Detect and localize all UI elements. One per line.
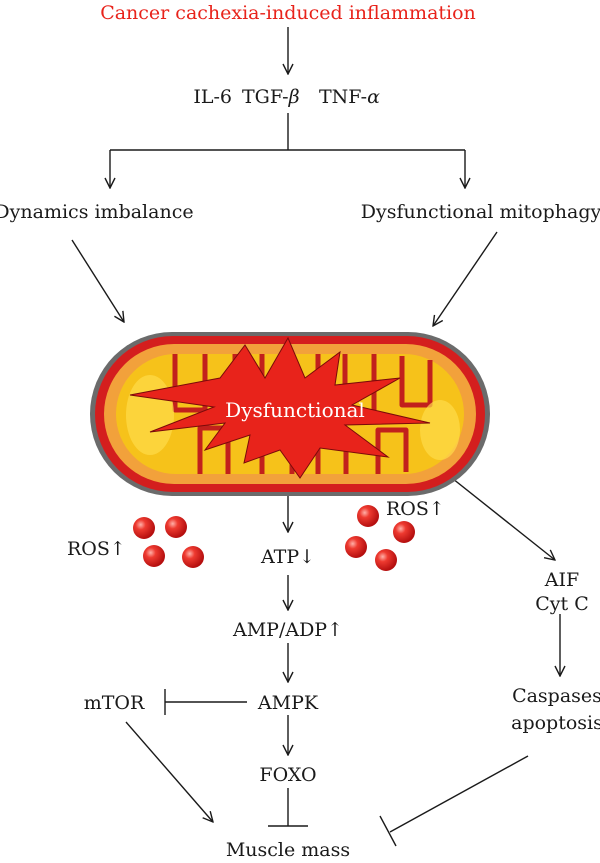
beta-symbol: β bbox=[288, 86, 300, 108]
inhibit-bar-muscle-apoptosis bbox=[379, 815, 397, 847]
il6-label: IL-6 bbox=[193, 86, 232, 108]
alpha-symbol: α bbox=[367, 86, 380, 108]
ros-right: ROS↑ bbox=[345, 498, 445, 571]
tgf-label: TGF-β bbox=[242, 86, 300, 108]
ampk-label: AMPK bbox=[257, 692, 319, 714]
atp-label: ATP↓ bbox=[260, 546, 315, 568]
dysfunction-starburst bbox=[129, 336, 431, 479]
arrow-dynamics-to-mito bbox=[71, 239, 124, 322]
tnf-text: TNF- bbox=[319, 86, 367, 108]
ros-molecule bbox=[357, 505, 379, 527]
ros-left: ROS↑ bbox=[67, 516, 204, 568]
ros-right-label: ROS↑ bbox=[386, 498, 445, 520]
inhibit-apoptosis-muscle bbox=[389, 755, 529, 833]
ros-left-label: ROS↑ bbox=[67, 538, 126, 560]
tgf-text: TGF- bbox=[242, 86, 289, 108]
apoptosis-label: apoptosis bbox=[511, 712, 600, 734]
ros-molecule bbox=[375, 549, 397, 571]
caspases-label: Caspases bbox=[512, 685, 600, 707]
aif-label: AIF bbox=[544, 569, 579, 591]
dynamics-imbalance-label: Dynamics imbalance bbox=[0, 201, 194, 223]
title-label: Cancer cachexia-induced inflammation bbox=[100, 2, 476, 24]
atp-text: ATP bbox=[260, 546, 299, 568]
ros-molecule bbox=[165, 516, 187, 538]
ros-left-text: ROS bbox=[67, 538, 110, 560]
ros-left-molecules bbox=[133, 516, 204, 568]
amp-adp-text: AMP/ADP bbox=[232, 619, 327, 641]
muscle-mass-label: Muscle mass bbox=[226, 839, 350, 861]
amp-adp-up-arrow: ↑ bbox=[327, 619, 343, 641]
ros-right-molecules bbox=[345, 505, 415, 571]
arrow-mtor-to-muscle bbox=[125, 721, 213, 822]
mitochondrion: Dysfunctional bbox=[90, 332, 490, 496]
ros-molecule bbox=[143, 545, 165, 567]
tnf-label: TNF-α bbox=[319, 86, 380, 108]
ros-left-up-arrow: ↑ bbox=[110, 538, 126, 560]
amp-adp-label: AMP/ADP↑ bbox=[232, 619, 343, 641]
ros-right-text: ROS bbox=[386, 498, 429, 520]
ros-molecule bbox=[133, 517, 155, 539]
dysfunctional-label: Dysfunctional bbox=[225, 398, 365, 422]
arrow-mitophagy-to-mito bbox=[433, 231, 498, 326]
ros-molecule bbox=[393, 521, 415, 543]
mtor-label: mTOR bbox=[84, 692, 145, 714]
cytokines-row: IL-6 TGF-β TNF-α bbox=[193, 86, 380, 108]
ros-molecule bbox=[345, 536, 367, 558]
cytc-label: Cyt C bbox=[535, 593, 588, 615]
ros-right-up-arrow: ↑ bbox=[429, 498, 445, 520]
connectors bbox=[71, 27, 560, 847]
dysfunctional-mitophagy-label: Dysfunctional mitophagy bbox=[361, 201, 600, 223]
ros-molecule bbox=[182, 546, 204, 568]
foxo-label: FOXO bbox=[259, 764, 316, 786]
atp-down-arrow: ↓ bbox=[299, 546, 315, 568]
